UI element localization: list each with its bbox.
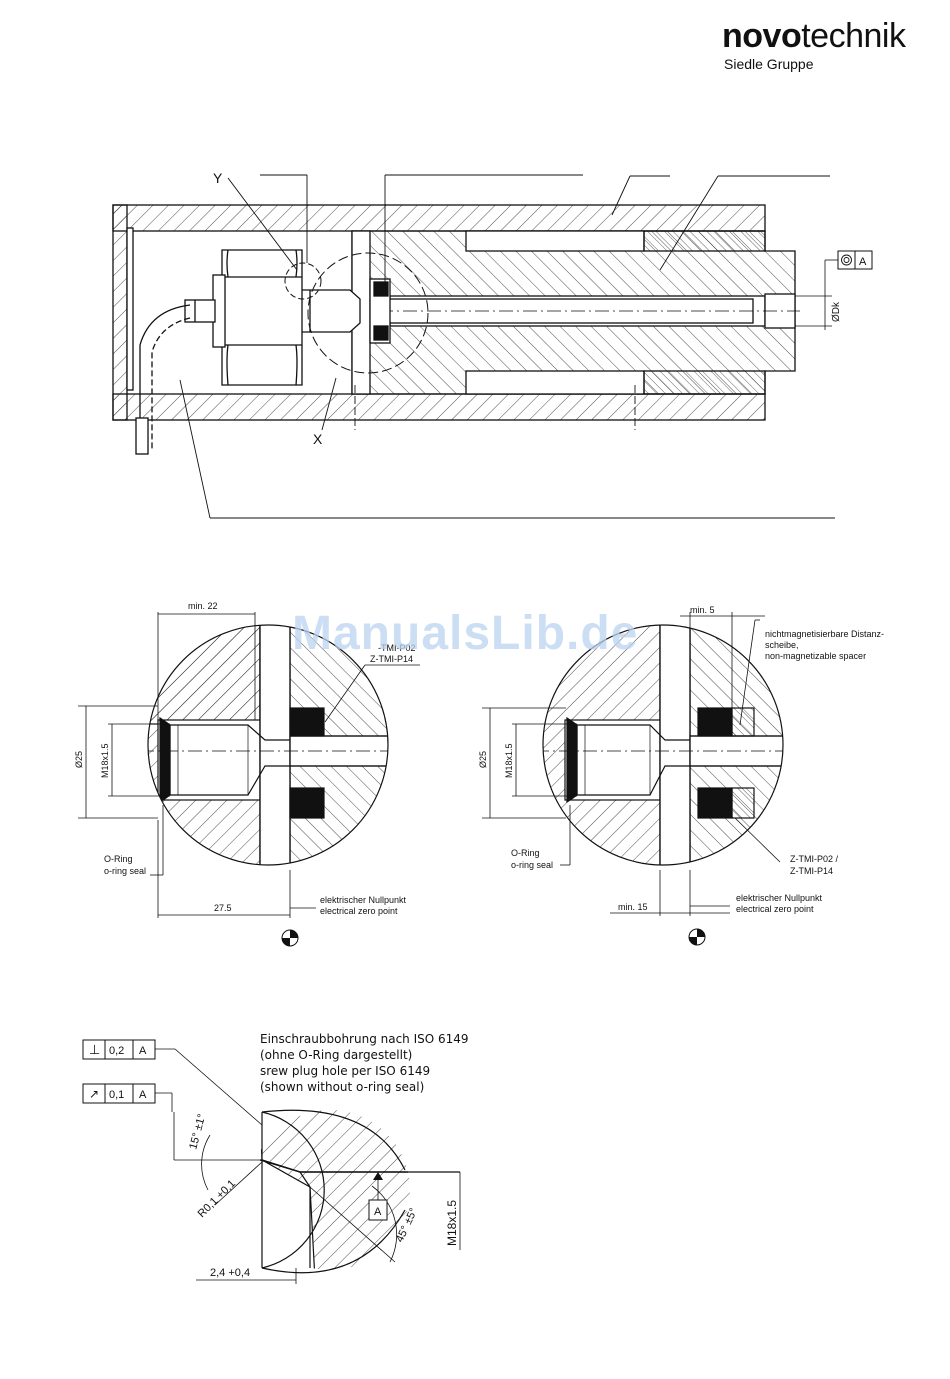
right-part-1: Z-TMI-P02 / (790, 854, 839, 864)
screw-note-1: Einschraubbohrung nach ISO 6149 (260, 1032, 469, 1046)
tol2-datum: A (139, 1089, 147, 1101)
left-oring-en: o-ring seal (104, 866, 146, 876)
tol2-value: 0,1 (109, 1089, 124, 1101)
runout-icon: ↗ (89, 1087, 99, 1101)
radius-label: R0,1 +0,1 (196, 1178, 238, 1220)
housing-top-wall (112, 204, 766, 232)
right-spacer-3: non-magnetizable spacer (765, 651, 866, 661)
tol1-value: 0,2 (109, 1045, 124, 1057)
dk-dimension-label: ØDk (831, 301, 842, 322)
detail-right (482, 612, 784, 946)
watermark: ManualsLib.de (292, 607, 639, 660)
datum-a-box-label: A (374, 1206, 382, 1218)
left-dia-label: Ø25 (74, 751, 84, 768)
left-oring-de: O-Ring (104, 854, 133, 864)
screw-note-4: (shown without o-ring seal) (260, 1080, 424, 1094)
left-dim-bottom: 27.5 (214, 903, 232, 913)
right-dim-bottom: min. 15 (618, 902, 648, 912)
screw-note-2: (ohne O-Ring dargestellt) (260, 1048, 412, 1062)
right-spacer-2: scheibe, (765, 640, 799, 650)
housing-end-cap (112, 204, 128, 421)
left-zero-en: electrical zero point (320, 906, 398, 916)
screw-note-3: srew plug hole per ISO 6149 (260, 1064, 430, 1078)
thread-m18-label: M18x1.5 (445, 1200, 459, 1246)
logo-wordmark: novotechnik (722, 17, 906, 55)
right-part-2: Z-TMI-P14 (790, 866, 833, 876)
detail-y-label: Y (213, 170, 223, 186)
datum-a-label: A (859, 256, 867, 268)
detail-x-label: X (313, 431, 323, 447)
logo-subtitle: Siedle Gruppe (724, 56, 814, 72)
right-spacer-1: nichtmagnetisierbare Distanz- (765, 629, 884, 639)
left-part-label-2: Z-TMI-P14 (370, 654, 413, 664)
tol1-datum: A (139, 1045, 147, 1057)
left-part-label-1: -TMI-P02 (378, 643, 416, 653)
perpendicularity-icon: ⊥ (89, 1042, 100, 1057)
right-zero-en: electrical zero point (736, 904, 814, 914)
novotechnik-logo: novotechnik Siedle Gruppe (722, 17, 906, 72)
right-dia-label: Ø25 (478, 751, 488, 768)
left-thread-label: M18x1.5 (100, 743, 110, 778)
right-thread-label: M18x1.5 (504, 743, 514, 778)
right-min5-label: min. 5 (690, 605, 715, 615)
depth-label: 2,4 +0,4 (210, 1267, 250, 1279)
right-oring-en: o-ring seal (511, 860, 553, 870)
right-zero-de: elektrischer Nullpunkt (736, 893, 823, 903)
housing-bottom-wall (112, 393, 766, 421)
right-oring-de: O-Ring (511, 848, 540, 858)
left-zero-de: elektrischer Nullpunkt (320, 895, 407, 905)
assembly-section (112, 174, 873, 519)
left-min22-label: min. 22 (188, 601, 218, 611)
